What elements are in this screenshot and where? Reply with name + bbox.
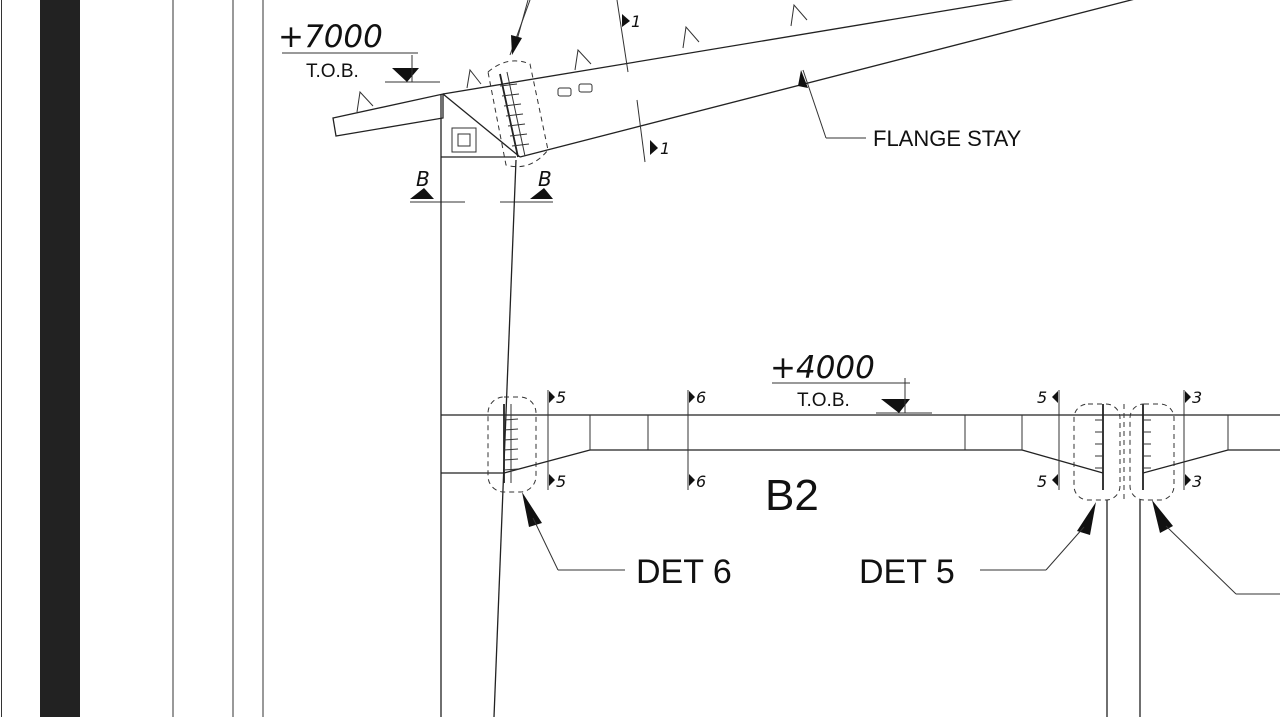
det5-label: DET 5 <box>859 553 955 591</box>
svg-text:6: 6 <box>696 472 706 491</box>
apex-connection <box>440 0 549 168</box>
elevation-7000-ref: T.O.B. <box>306 61 359 82</box>
right-callout <box>1152 500 1280 595</box>
section-mark-3-3: 3 3 <box>1183 388 1202 491</box>
det6-callout: DET 6 <box>522 492 732 591</box>
elevation-4000-value: +4000 <box>770 350 875 386</box>
svg-text:6: 6 <box>696 388 706 407</box>
elevation-7000: +7000 T.O.B. <box>278 19 440 83</box>
elevation-4000-ref: T.O.B. <box>797 390 850 411</box>
svg-text:5: 5 <box>556 388 566 407</box>
flange-stay-callout: FLANGE STAY <box>798 69 1022 151</box>
frame-border-bar <box>40 0 80 717</box>
elevation-7000-value: +7000 <box>278 19 383 55</box>
section-mark-1-1: 1 1 <box>616 0 670 163</box>
svg-text:5: 5 <box>556 472 566 491</box>
end-plate-det6 <box>487 396 537 493</box>
elevation-4000: +4000 T.O.B. <box>770 350 932 414</box>
section-mark-5-5-left: 5 5 <box>547 388 566 491</box>
beam-b2 <box>441 414 1280 474</box>
svg-text:3: 3 <box>1192 388 1202 407</box>
right-column <box>1106 500 1141 717</box>
section-mark-5-5-right: 5 5 <box>1037 388 1060 491</box>
flange-stay-label: FLANGE STAY <box>873 126 1022 151</box>
svg-text:5: 5 <box>1037 388 1047 407</box>
svg-text:1: 1 <box>660 139 670 158</box>
svg-text:5: 5 <box>1037 472 1047 491</box>
svg-text:1: 1 <box>631 12 641 31</box>
det5-callout: DET 5 <box>859 502 1096 591</box>
svg-text:B: B <box>416 167 430 191</box>
svg-text:3: 3 <box>1192 472 1202 491</box>
left-column <box>440 157 517 717</box>
section-mark-6-6: 6 6 <box>687 388 706 491</box>
svg-text:B: B <box>538 167 552 191</box>
det6-label: DET 6 <box>636 553 732 591</box>
end-plate-det5 <box>1073 403 1175 501</box>
beam-b2-label: B2 <box>765 471 819 520</box>
rafter <box>332 0 1134 158</box>
section-mark-b-b: B B <box>410 167 553 203</box>
